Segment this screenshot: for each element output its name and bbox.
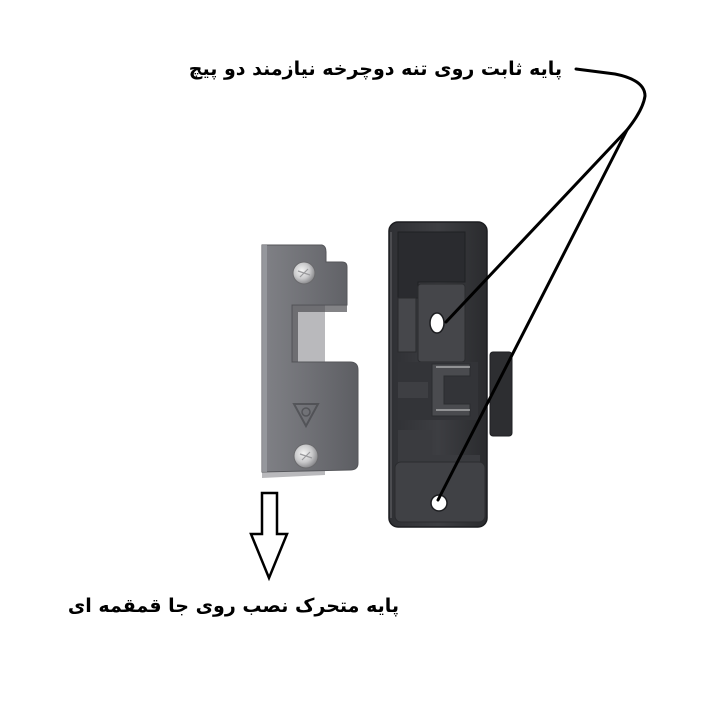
fixed-mount-plate (388, 221, 513, 528)
annotation-callout-lines (436, 67, 647, 502)
down-arrow-icon (249, 491, 289, 582)
screw-slot-icon (429, 312, 445, 334)
topeak-logo-icon (292, 403, 320, 429)
fixed-base-label: پایه ثابت روی تنه دوچرخه نیازمند دو پیچ (188, 58, 562, 80)
movable-mount-plate (261, 244, 359, 478)
screw-icon (292, 261, 316, 285)
movable-base-label: پایه متحرک نصب روی جا قمقمه ای (67, 595, 399, 617)
screw-icon (293, 443, 319, 469)
